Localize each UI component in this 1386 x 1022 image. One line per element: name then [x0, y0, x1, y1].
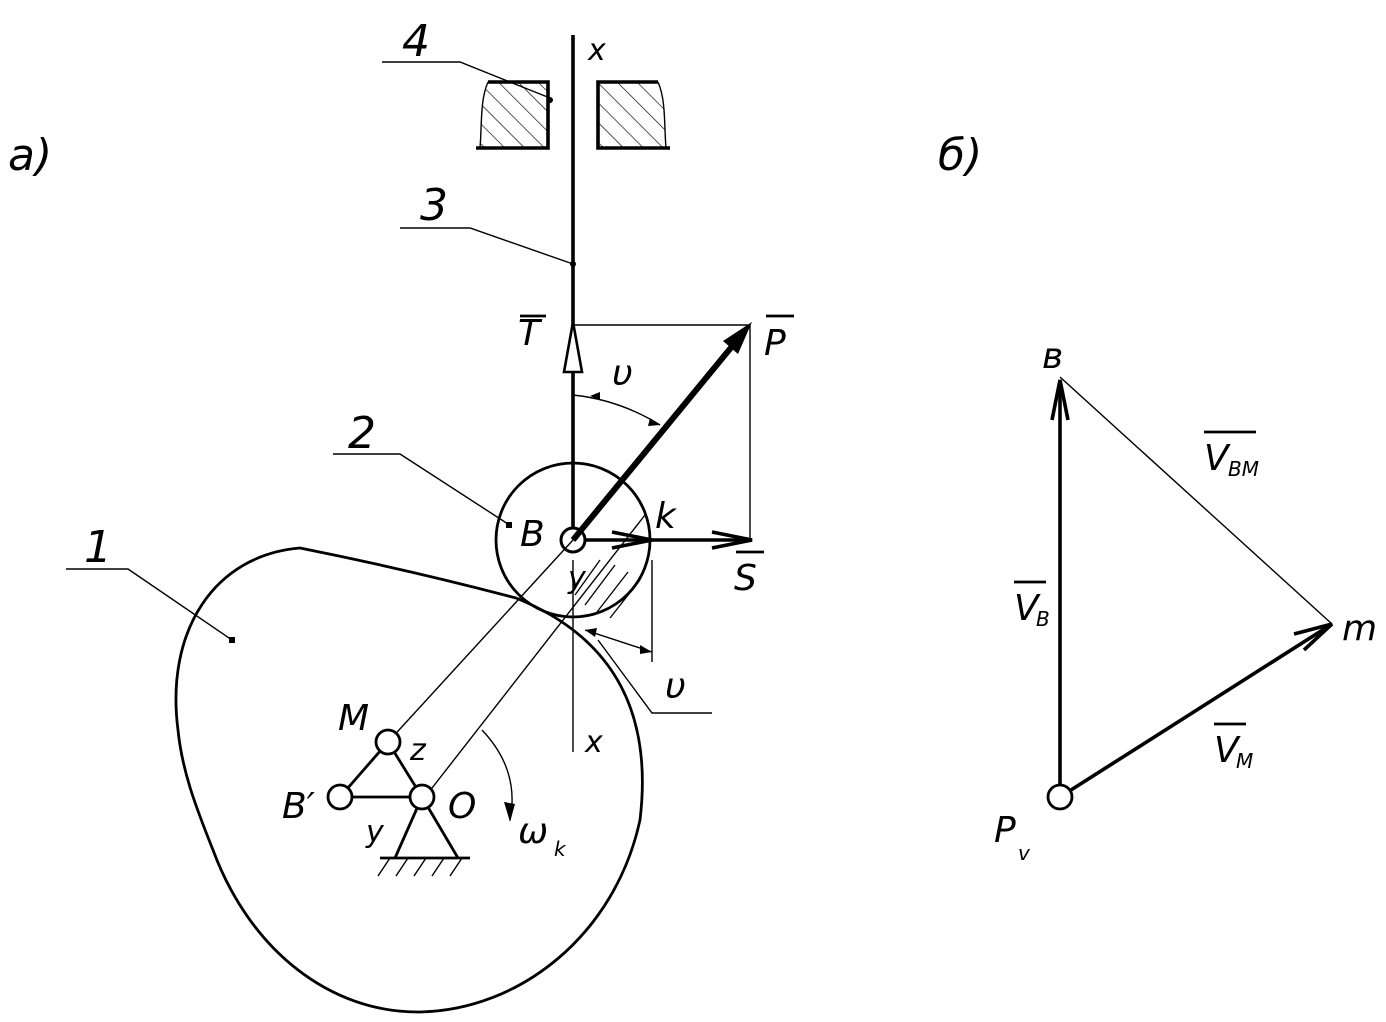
- label-vbm-sub: BM: [1228, 457, 1259, 481]
- label-omega: ω: [518, 811, 548, 852]
- angle-arc: [572, 394, 661, 426]
- label-pv: P: [994, 810, 1016, 851]
- cam-profile: [174, 546, 644, 1014]
- label-b-prime: B′: [282, 786, 315, 827]
- contact-hatch: [574, 559, 641, 619]
- label-b-point: в: [1042, 336, 1063, 377]
- velocity-polygon: [1046, 376, 1334, 811]
- panel-b-label: б): [938, 130, 982, 181]
- label-vb: V: [1014, 588, 1041, 629]
- label-m: M: [338, 698, 369, 739]
- label-t: T: [518, 313, 543, 354]
- construction-lines: [387, 324, 751, 798]
- label-z: z: [409, 733, 427, 768]
- vector-p: [570, 331, 746, 542]
- label-s: S: [734, 558, 757, 599]
- label-p: P: [764, 323, 786, 364]
- label-vm-sub: M: [1236, 749, 1253, 773]
- leader-label-3: 3: [420, 180, 448, 231]
- label-upsilon-bottom: υ: [665, 666, 686, 707]
- label-b: B: [520, 514, 545, 555]
- guide-block: [476, 80, 670, 150]
- frame-linkage: [326, 728, 470, 877]
- label-upsilon: υ: [612, 353, 633, 394]
- label-vm: V: [1214, 730, 1241, 771]
- label-vb-sub: B: [1036, 607, 1050, 631]
- label-vbm: V: [1204, 438, 1231, 479]
- leader-label-1: 1: [84, 522, 112, 573]
- panel-a-label: а): [8, 130, 52, 181]
- vector-t-arrow: [562, 321, 584, 374]
- label-pv-sub: v: [1018, 841, 1031, 865]
- label-y-roller: y: [567, 561, 587, 596]
- label-y-frame: y: [365, 815, 385, 850]
- label-omega-sub: k: [554, 837, 567, 861]
- label-x-bottom: x: [584, 725, 603, 760]
- label-k: k: [655, 496, 678, 537]
- label-m-point: m: [1342, 608, 1377, 649]
- leader-label-2: 2: [348, 408, 376, 459]
- leader-lines: [66, 61, 712, 714]
- label-x-top: x: [587, 33, 606, 68]
- label-o: O: [448, 786, 476, 827]
- leader-label-4: 4: [402, 16, 430, 67]
